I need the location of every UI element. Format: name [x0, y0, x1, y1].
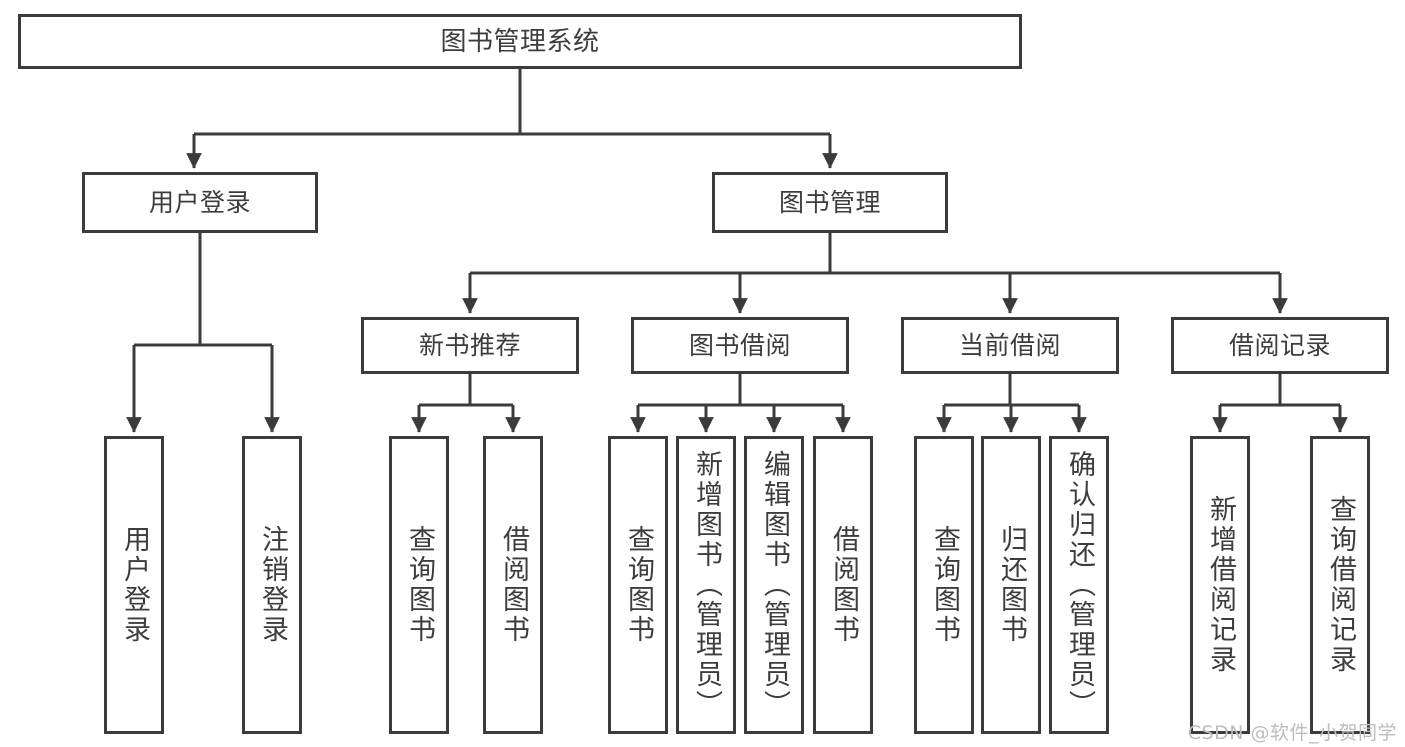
leaf-edit-book-admin[interactable]: 编辑图书（管理员）	[744, 436, 804, 734]
node-new-book-recommend-label: 新书推荐	[418, 331, 521, 360]
leaf-return-book[interactable]: 归还图书	[981, 436, 1041, 734]
leaf-user-login[interactable]: 用户登录	[104, 436, 164, 734]
node-book-manage[interactable]: 图书管理	[712, 172, 948, 233]
leaf-borrow-book-new-label: 借阅图书	[498, 525, 530, 645]
leaf-add-book-admin-label: 新增图书（管理员）	[691, 450, 723, 720]
leaf-borrow-book-new[interactable]: 借阅图书	[483, 436, 543, 734]
node-current-borrow[interactable]: 当前借阅	[901, 317, 1119, 374]
leaf-logout[interactable]: 注销登录	[242, 436, 302, 734]
node-root-label: 图书管理系统	[440, 26, 600, 57]
node-book-borrow[interactable]: 图书借阅	[631, 317, 849, 374]
leaf-logout-label: 注销登录	[257, 525, 289, 645]
leaf-query-book-new-label: 查询图书	[404, 525, 436, 645]
node-new-book-recommend[interactable]: 新书推荐	[361, 317, 579, 374]
leaf-query-book-new[interactable]: 查询图书	[389, 436, 449, 734]
node-user-login-label: 用户登录	[148, 188, 251, 217]
leaf-query-borrow-record-label: 查询借阅记录	[1325, 495, 1357, 675]
leaf-query-book-borrow-label: 查询图书	[623, 525, 655, 645]
node-root[interactable]: 图书管理系统	[18, 14, 1022, 69]
node-current-borrow-label: 当前借阅	[958, 331, 1061, 360]
leaf-add-book-admin[interactable]: 新增图书（管理员）	[676, 436, 736, 734]
leaf-return-book-label: 归还图书	[996, 525, 1028, 645]
node-user-login[interactable]: 用户登录	[82, 172, 318, 233]
leaf-user-login-label: 用户登录	[119, 525, 151, 645]
leaf-query-book-current-label: 查询图书	[929, 525, 961, 645]
leaf-confirm-return-admin-label: 确认归还（管理员）	[1064, 450, 1096, 720]
leaf-borrow-book-label: 借阅图书	[828, 525, 860, 645]
leaf-query-book-borrow[interactable]: 查询图书	[608, 436, 668, 734]
node-book-manage-label: 图书管理	[778, 188, 881, 217]
leaf-edit-book-admin-label: 编辑图书（管理员）	[759, 450, 791, 720]
leaf-query-borrow-record[interactable]: 查询借阅记录	[1310, 436, 1370, 734]
node-borrow-record-label: 借阅记录	[1228, 331, 1331, 360]
leaf-borrow-book[interactable]: 借阅图书	[813, 436, 873, 734]
leaf-confirm-return-admin[interactable]: 确认归还（管理员）	[1049, 436, 1109, 734]
node-book-borrow-label: 图书借阅	[688, 331, 791, 360]
node-borrow-record[interactable]: 借阅记录	[1171, 317, 1389, 374]
csdn-watermark: CSDN @软件_小贺同学	[1187, 722, 1397, 744]
leaf-query-book-current[interactable]: 查询图书	[914, 436, 974, 734]
leaf-add-borrow-record-label: 新增借阅记录	[1205, 495, 1237, 675]
leaf-add-borrow-record[interactable]: 新增借阅记录	[1190, 436, 1250, 734]
